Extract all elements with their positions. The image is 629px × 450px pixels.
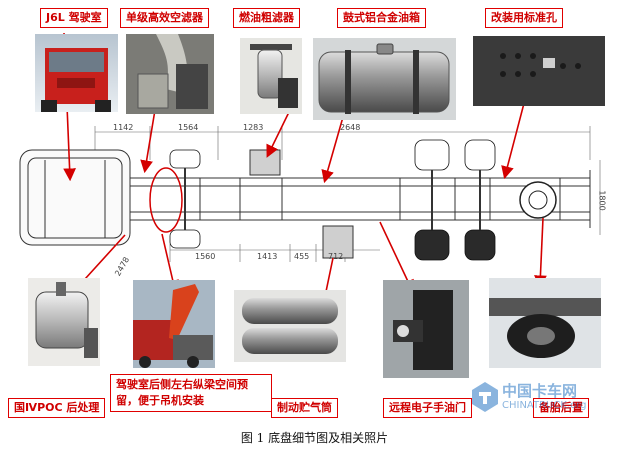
label-air-tank: 制动贮气筒 [271, 398, 338, 418]
spare-tire-photo [489, 278, 601, 368]
air-tank-drawing [322, 225, 354, 259]
fuel-filter-photo [240, 38, 302, 114]
label-air-filter: 单级高效空滤器 [120, 8, 209, 28]
label-cab: J6L 驾驶室 [40, 8, 108, 28]
dim-top-1: 1142 [113, 123, 134, 132]
air-tank-photo [234, 290, 346, 362]
label-standard-holes: 改装用标准孔 [485, 8, 563, 28]
label-spare-tire: 备胎后置 [533, 398, 589, 418]
dim-right: 1800 [597, 190, 607, 211]
dim-bottom-3: 455 [294, 252, 310, 261]
crane-space-highlight [149, 167, 183, 233]
label-fuel-filter: 燃油粗滤器 [233, 8, 300, 28]
dim-bottom-2: 1413 [257, 252, 278, 261]
standard-holes-photo [473, 36, 605, 106]
poc-aftertreatment-photo [28, 278, 100, 366]
remote-throttle-photo [383, 280, 469, 378]
frame-rails [19, 149, 591, 246]
label-fuel-tank: 鼓式铝合金油箱 [337, 8, 426, 28]
watermark: 中国卡车网 CHINATRUCK.org [472, 378, 612, 422]
air-filter-photo [126, 34, 214, 114]
figure-caption: 图 1 底盘细节图及相关照片 [240, 431, 389, 445]
fuel-filter-drawing [249, 149, 281, 176]
dim-top-2: 1564 [178, 123, 199, 132]
watermark-logo-icon [472, 382, 498, 412]
dim-bottom-4: 712 [328, 252, 344, 261]
fuel-tank-photo [313, 38, 456, 120]
cab-photo [35, 34, 118, 112]
label-handbrake: 远程电子手油门 [383, 398, 472, 418]
dim-top-4: 2648 [340, 123, 361, 132]
dim-top-3: 1283 [243, 123, 264, 132]
label-crane-space: 驾驶室后侧左右纵梁空间预留，便于吊机安装 [110, 374, 272, 412]
watermark-name: 中国卡车网 [502, 382, 578, 400]
crane-photo [133, 280, 215, 368]
wheels [169, 139, 496, 261]
dim-bottom-1: 1560 [195, 252, 216, 261]
spare-tire-drawing [519, 181, 557, 219]
label-poc: 国ⅣPOC 后处理 [8, 398, 106, 418]
watermark-domain: CHINATRUCK.org [502, 400, 587, 411]
